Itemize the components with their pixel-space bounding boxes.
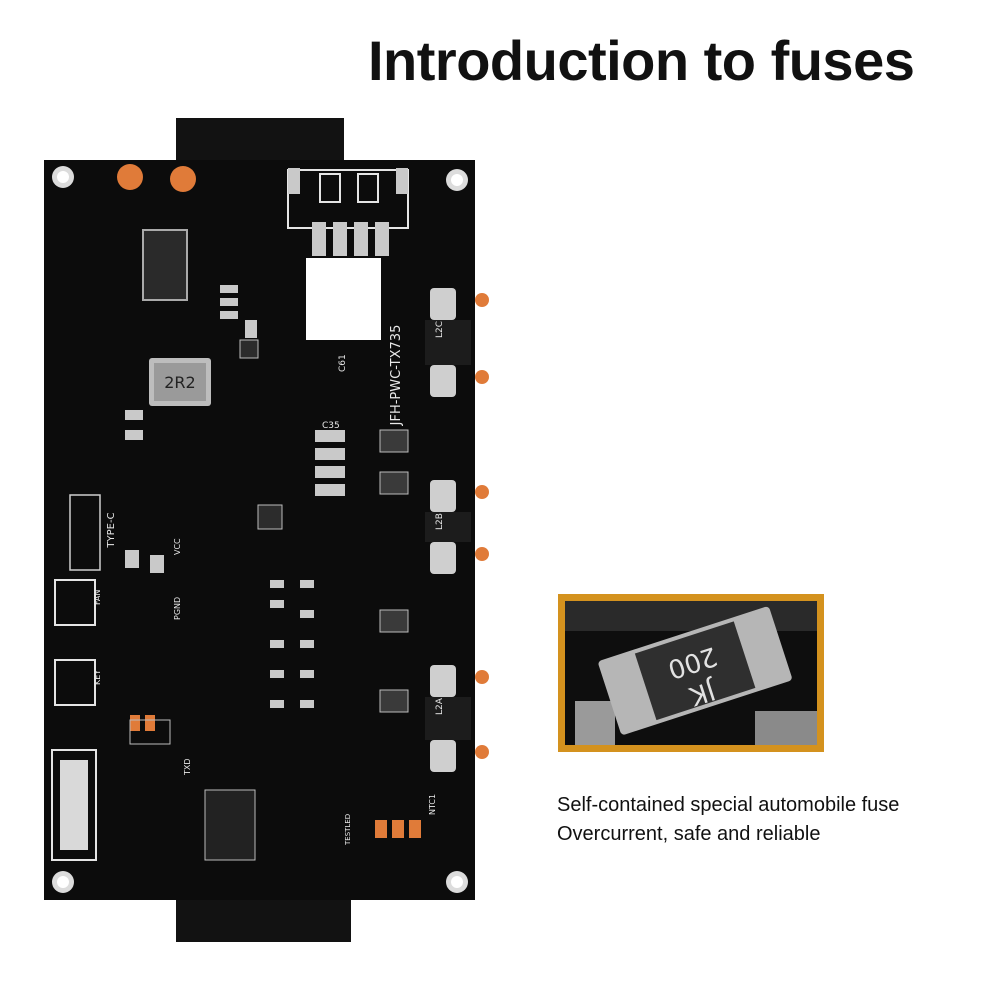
pcb-board-illustration: 2R2 JFH-PWC-TX735 TYPE-C FAN KEY VCC PGN… — [44, 118, 489, 942]
copper-pad — [117, 164, 143, 190]
silk-l2b: L2B — [435, 513, 445, 530]
j1-connector — [51, 749, 97, 861]
silk-ntc1: NTC1 — [428, 794, 437, 815]
power-pins — [312, 222, 389, 256]
top-connector — [176, 118, 344, 162]
board-model-label: JFH-PWC-TX735 — [389, 325, 404, 427]
page-title: Introduction to fuses — [368, 29, 915, 92]
silk-fan: FAN — [93, 590, 102, 605]
caption: Self-contained special automobile fuse O… — [557, 791, 899, 849]
mounting-holes — [52, 166, 468, 893]
type-c-port — [69, 494, 101, 571]
caption-line-2: Overcurrent, safe and reliable — [557, 823, 821, 845]
power-inductor — [142, 229, 188, 301]
silk-c35: C35 — [322, 421, 340, 431]
inductor-label: 2R2 — [164, 373, 195, 392]
board-cutout — [306, 258, 381, 340]
silk-l2a: L2A — [435, 697, 445, 715]
fuse-terminals — [425, 288, 489, 772]
silk-vcc: VCC — [173, 538, 182, 555]
fan-connector — [54, 579, 96, 626]
copper-pad — [170, 166, 196, 192]
fuse-closeup-callout: 200 JK — [558, 594, 824, 752]
silk-txd: TXD — [183, 758, 192, 776]
smd-components — [125, 285, 421, 861]
caption-line-1: Self-contained special automobile fuse — [557, 794, 900, 816]
silk-pgnd: PGND — [173, 597, 182, 620]
power-block-outline — [287, 169, 409, 229]
silk-key: KEY — [93, 670, 102, 685]
silk-testled: TESTLED — [344, 814, 352, 846]
fuse-closeup-photo: 200 JK — [565, 601, 817, 745]
pcb-board-photo: 2R2 JFH-PWC-TX735 TYPE-C FAN KEY VCC PGN… — [30, 110, 510, 950]
silk-l2c: L2C — [435, 321, 445, 338]
silk-c61: C61 — [338, 354, 348, 372]
key-connector — [54, 659, 96, 706]
silk-type-c: TYPE-C — [106, 512, 117, 548]
